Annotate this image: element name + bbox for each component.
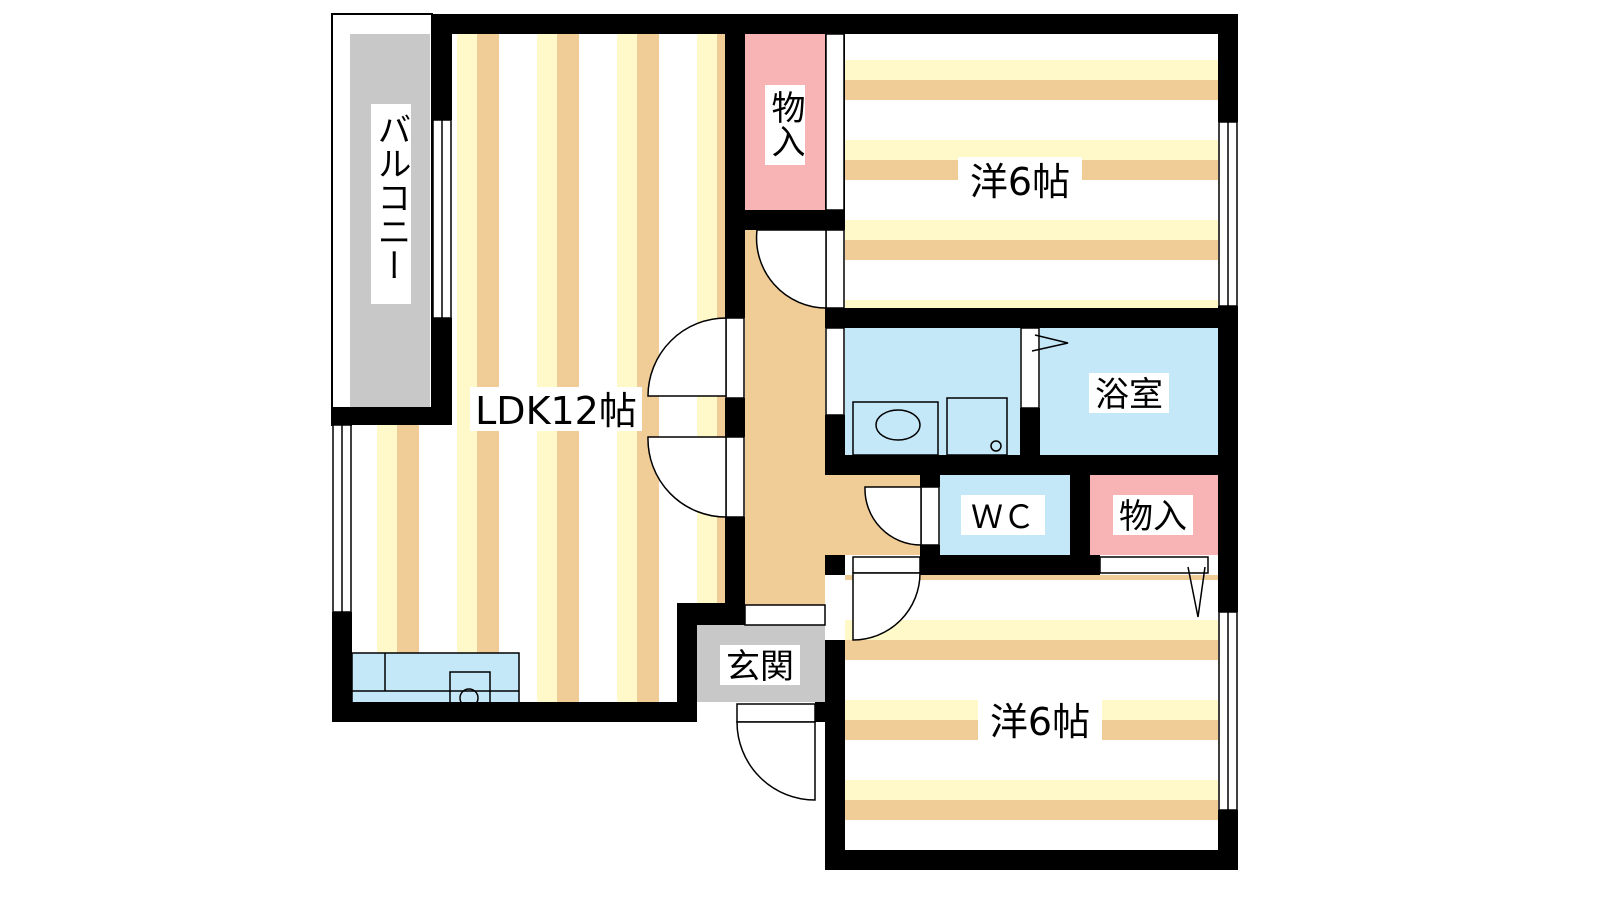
entrance-door[interactable]: [736, 703, 816, 723]
washroom-door[interactable]: [825, 327, 845, 416]
kitchen-counter: [351, 652, 520, 708]
entrance-label: 玄関: [726, 647, 794, 687]
wc-label: ＷＣ: [971, 498, 1035, 536]
storage-top-label: 物入: [765, 90, 805, 158]
bath-door[interactable]: [1020, 327, 1040, 409]
doors: [647, 229, 1206, 801]
ldk-label: LDK12帖: [475, 389, 637, 433]
room-top-door[interactable]: [825, 229, 845, 309]
drain-icon: [990, 440, 1002, 452]
door-swing-icon: [647, 436, 727, 518]
basin-icon: [875, 409, 921, 441]
bath-label: 浴室: [1095, 375, 1163, 415]
balcony-label: バルコニー: [371, 112, 411, 282]
balcony: [331, 13, 433, 426]
walls: [332, 14, 1238, 870]
door-swing-icon: [864, 486, 922, 546]
wc-door[interactable]: [920, 486, 940, 546]
door-swing-icon: [755, 229, 827, 309]
labels: バルコニー LDK12帖 物入 洋6帖 浴室 ＷＣ 物入 玄関 洋6帖: [371, 85, 1193, 744]
western-bottom-label: 洋6帖: [990, 700, 1090, 744]
door-swing-icon: [736, 721, 816, 801]
western-top-label: 洋6帖: [970, 160, 1070, 204]
windows: [332, 33, 1238, 811]
ldk-door-1[interactable]: [725, 317, 745, 399]
washroom: [845, 328, 1020, 455]
door-swing-icon: [647, 317, 727, 397]
ldk-door-2[interactable]: [725, 436, 745, 518]
room-bottom-door[interactable]: [852, 556, 921, 574]
door-swing-icon: [852, 572, 921, 641]
storage-mid-label: 物入: [1119, 497, 1187, 537]
